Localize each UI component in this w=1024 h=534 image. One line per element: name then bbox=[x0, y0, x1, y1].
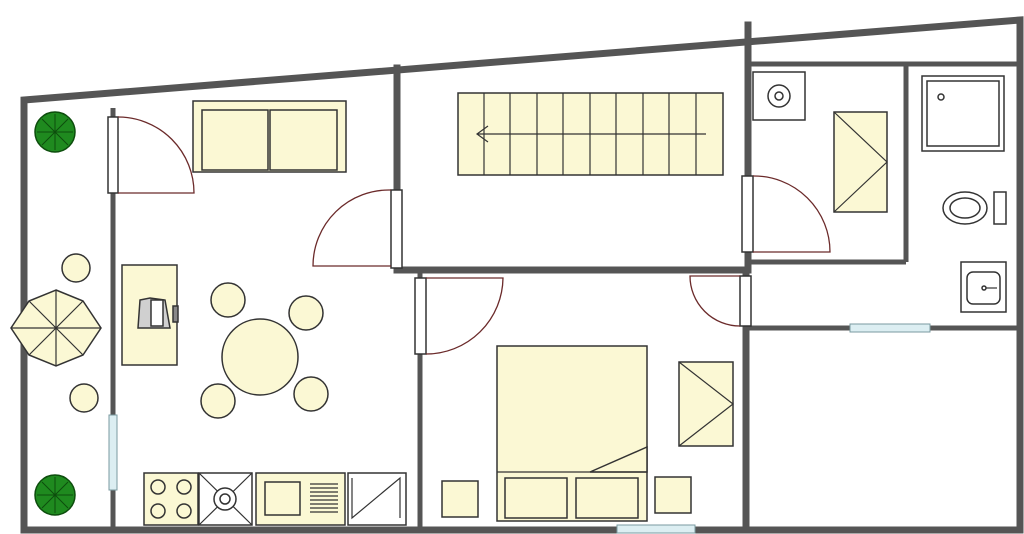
door-bedroom bbox=[414, 277, 504, 355]
toilet bbox=[942, 191, 1007, 225]
living-kitchen bbox=[121, 100, 407, 526]
washbasin bbox=[960, 261, 1007, 313]
terrace bbox=[10, 111, 102, 516]
chair-ne bbox=[288, 295, 324, 331]
window-storage bbox=[849, 323, 931, 333]
doors bbox=[107, 116, 831, 355]
utility-cabinet bbox=[833, 111, 888, 213]
door-terrace bbox=[107, 116, 195, 194]
parasol bbox=[10, 289, 102, 367]
plant-bottom bbox=[34, 474, 76, 516]
window-bedroom bbox=[616, 524, 696, 534]
windows bbox=[108, 323, 931, 534]
sofa bbox=[192, 100, 347, 173]
outer-wall bbox=[20, 16, 1024, 534]
window-terrace bbox=[108, 414, 118, 491]
chair-sw bbox=[200, 383, 236, 419]
sink bbox=[255, 472, 346, 526]
wardrobe bbox=[678, 361, 734, 447]
staircase bbox=[457, 92, 724, 176]
chair-se bbox=[293, 376, 329, 412]
nightstand-left bbox=[441, 480, 479, 518]
utility bbox=[752, 71, 888, 213]
door-living-hall bbox=[312, 189, 403, 269]
stool-bottom bbox=[69, 383, 99, 413]
dining-table bbox=[221, 318, 299, 396]
dishwasher bbox=[347, 472, 407, 526]
desk bbox=[121, 264, 179, 366]
plant-top bbox=[34, 111, 76, 153]
nightstand-right bbox=[654, 476, 692, 514]
bathroom bbox=[921, 75, 1007, 313]
stool-top bbox=[61, 253, 91, 283]
hob bbox=[143, 472, 199, 526]
cooker bbox=[198, 472, 253, 526]
double-bed bbox=[496, 345, 648, 522]
bedroom bbox=[441, 345, 734, 522]
shower bbox=[921, 75, 1005, 152]
door-utility bbox=[741, 175, 831, 253]
washing-machine bbox=[752, 71, 806, 121]
storage-room bbox=[752, 334, 1016, 526]
door-storage bbox=[689, 275, 752, 327]
chair-nw bbox=[210, 282, 246, 318]
